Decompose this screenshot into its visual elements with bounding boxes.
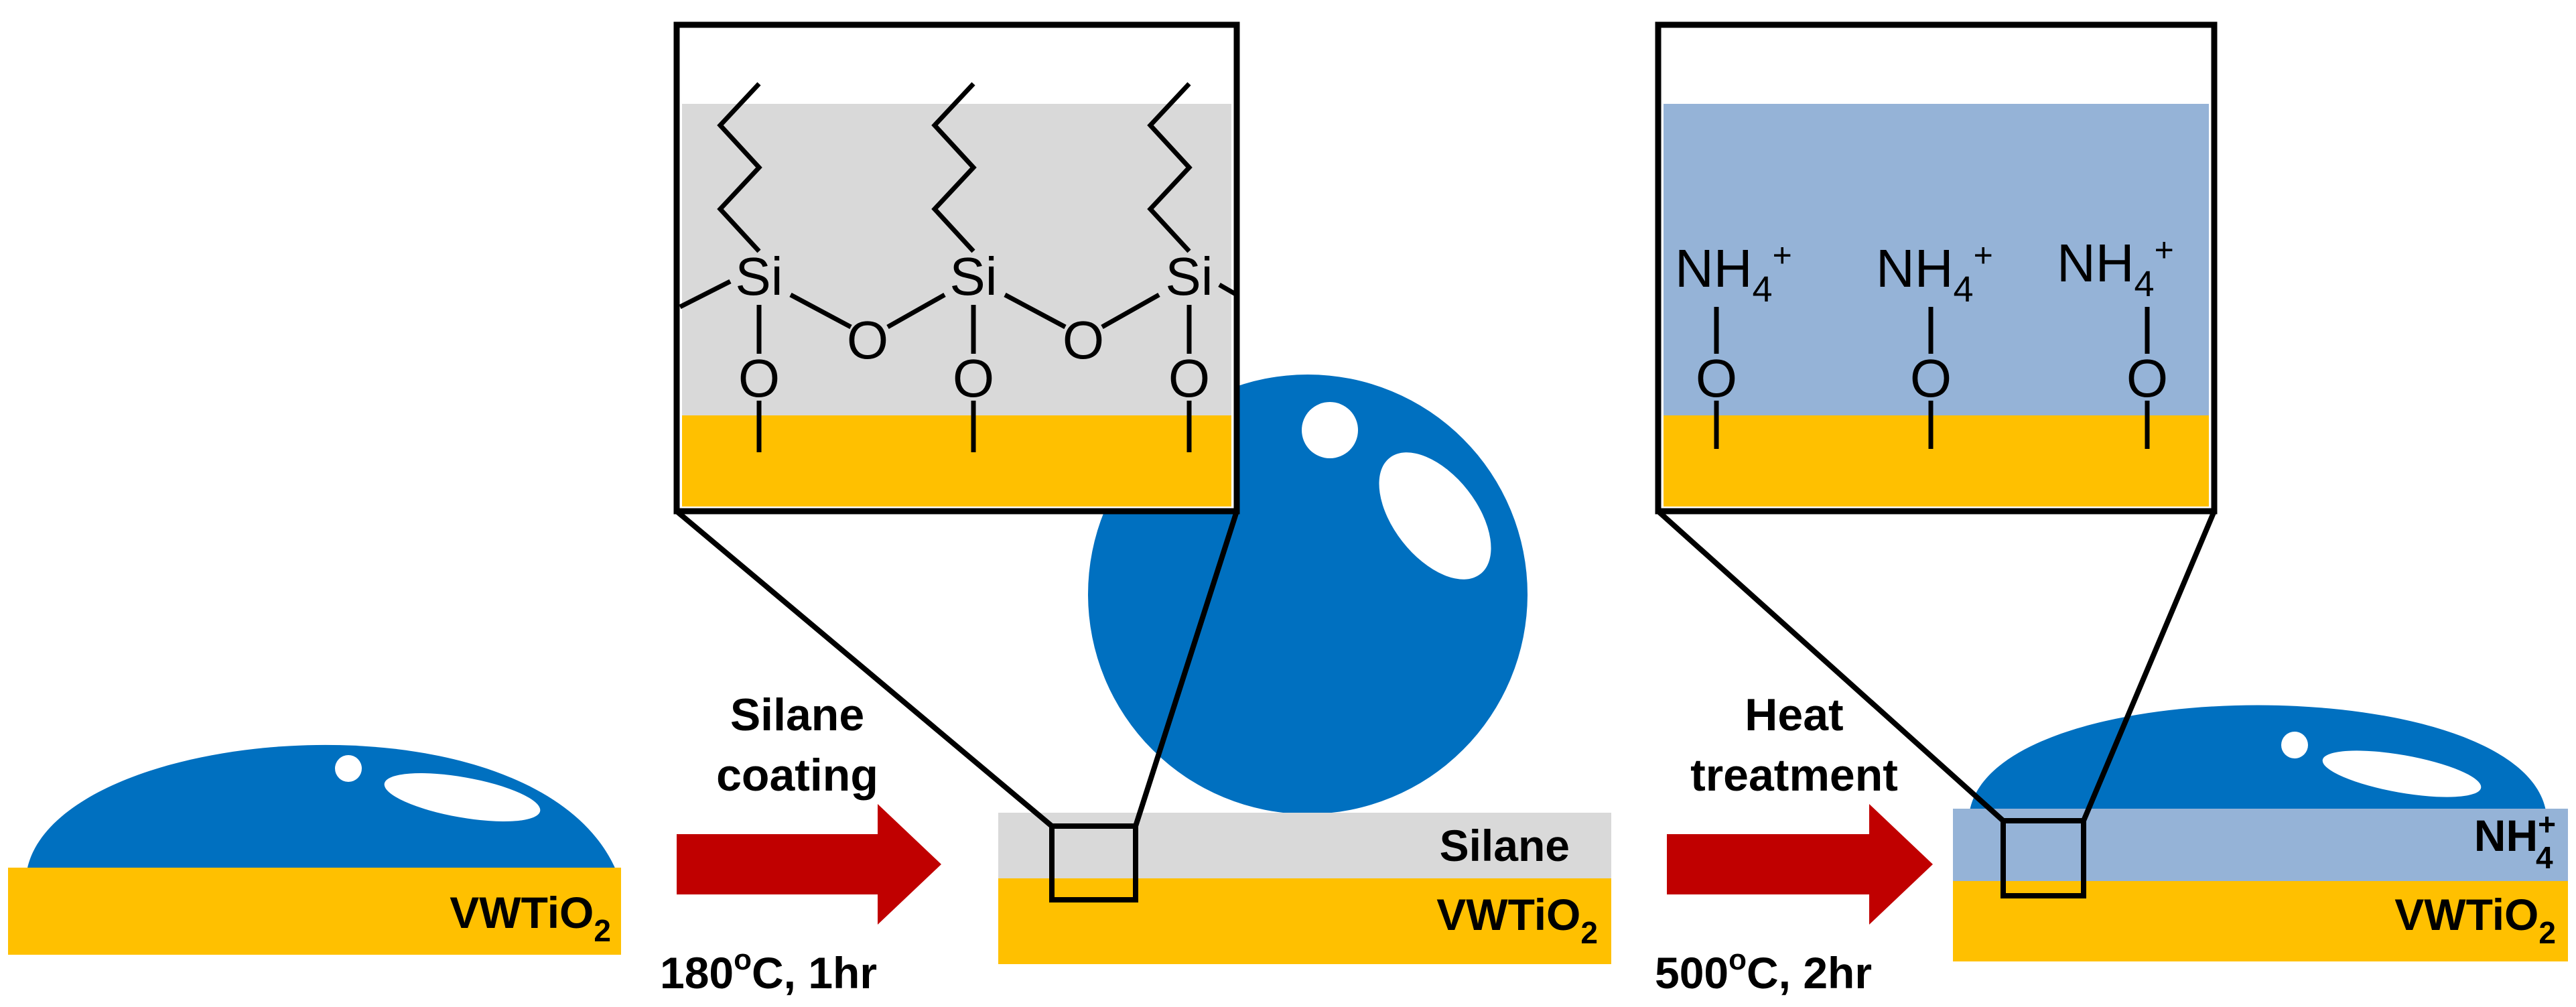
o-atom: O bbox=[1168, 348, 1210, 408]
inset-silane-band bbox=[682, 104, 1231, 415]
step1-label-line1: Silane bbox=[730, 689, 864, 740]
zoom-box bbox=[2001, 818, 2086, 898]
substrate-layer bbox=[998, 878, 1611, 964]
inset-substrate-band bbox=[682, 415, 1231, 507]
step1-condition: 180oC, 1hr bbox=[660, 943, 877, 998]
zoom-line-right bbox=[2081, 510, 2217, 822]
bond bbox=[679, 279, 732, 310]
spread-droplet bbox=[27, 744, 616, 871]
alkyl-chain bbox=[1147, 82, 1193, 253]
bond bbox=[1101, 292, 1160, 330]
bond bbox=[789, 292, 852, 330]
alkyl-chain bbox=[931, 82, 977, 253]
substrate-label: VWTiO2 bbox=[450, 888, 611, 948]
nh4-ion: NH4+ bbox=[1675, 237, 1792, 310]
droplet-highlight bbox=[2322, 750, 2482, 797]
o-atom: O bbox=[953, 348, 994, 408]
substrate-label: VWTiO2 bbox=[1436, 890, 1598, 950]
droplet-highlight-dot bbox=[2281, 732, 2308, 758]
inset-substrate-band bbox=[1664, 415, 2209, 507]
inset-ammonium-band bbox=[1664, 104, 2209, 415]
panel-bare-substrate: VWTiO2 bbox=[8, 744, 621, 955]
zoom-line-right bbox=[1133, 510, 1239, 827]
si-atom: Si bbox=[1165, 247, 1213, 306]
bond bbox=[886, 292, 946, 330]
o-atom: O bbox=[847, 310, 888, 370]
inset-border bbox=[1655, 21, 2218, 515]
zoom-line-left bbox=[675, 509, 1054, 829]
bond bbox=[1004, 292, 1067, 330]
inset-ammonium-structure: NH4+ NH4+ NH4+ O O O bbox=[1655, 21, 2218, 515]
substrate-layer bbox=[8, 868, 621, 955]
o-atom: O bbox=[1063, 310, 1104, 370]
step2-condition: 500oC, 2hr bbox=[1655, 943, 1872, 998]
step2-label-line1: Heat bbox=[1745, 689, 1843, 740]
o-atom: O bbox=[1696, 348, 1737, 408]
arrow-icon bbox=[1667, 804, 1933, 925]
sphere-highlight-dot bbox=[1302, 402, 1358, 458]
alkyl-chain bbox=[717, 82, 762, 253]
zoom-line-left bbox=[1656, 509, 2005, 823]
step1-label-line2: coating bbox=[716, 750, 878, 801]
o-atom: O bbox=[738, 348, 780, 408]
si-atom: Si bbox=[735, 247, 783, 306]
droplet-highlight bbox=[384, 773, 541, 821]
o-atom: O bbox=[1910, 348, 1952, 408]
inset-border bbox=[673, 21, 1240, 515]
nh4-ion: NH4+ bbox=[1876, 237, 1993, 310]
inset-silane-structure: Si Si Si O O O O O bbox=[673, 21, 1240, 515]
droplet-highlight-dot bbox=[335, 755, 362, 782]
substrate-label: VWTiO2 bbox=[2394, 890, 2556, 950]
silane-label: Silane bbox=[1440, 821, 1570, 870]
nh4-ion: NH4+ bbox=[2057, 231, 2174, 304]
step-heat-treatment: Heat treatment 500oC, 2hr bbox=[1655, 689, 1933, 998]
step2-label-line2: treatment bbox=[1690, 750, 1898, 801]
sphere-highlight bbox=[1379, 452, 1491, 580]
o-atom: O bbox=[2126, 348, 2168, 408]
si-atom: Si bbox=[949, 247, 997, 306]
step-silane-coating: Silane coating 180oC, 1hr bbox=[660, 689, 941, 998]
panel-heat-treated: NH+4 VWTiO2 bbox=[1656, 509, 2568, 961]
ammonium-label: NH+4 bbox=[2474, 807, 2556, 875]
arrow-icon bbox=[677, 804, 941, 925]
zoom-box bbox=[1049, 823, 1138, 902]
